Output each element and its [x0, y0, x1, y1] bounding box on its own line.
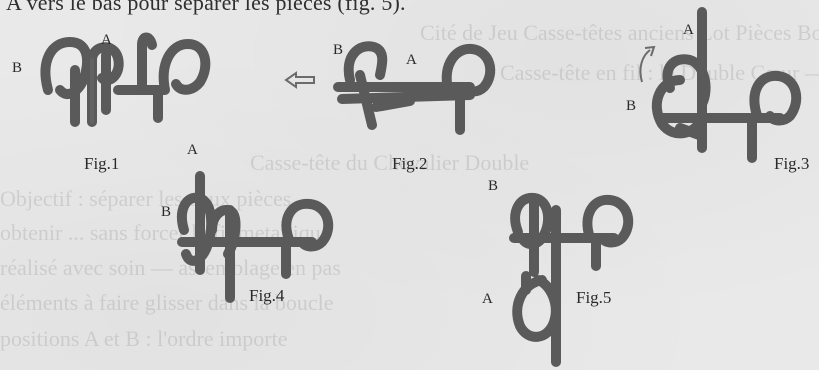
watermark-line-1: Cité de Jeu Casse-têtes anciens Lot Pièc…	[420, 20, 819, 45]
fig5-point-b: B	[488, 178, 499, 194]
fig4-point-a: A	[187, 142, 198, 158]
fig2-caption: Fig.2	[392, 154, 428, 173]
watermark-line-6: éléments à faire glisser dans la boucle	[0, 290, 334, 315]
fig4-point-b: B	[161, 204, 172, 220]
left-arrow-icon	[284, 71, 315, 89]
fig5-point-a: A	[482, 291, 493, 307]
watermark-line-7: positions A et B : l'ordre importe	[0, 326, 288, 351]
watermark-heading: Casse-tête du Chevalier Double	[250, 150, 530, 175]
figure-1-illustration	[40, 32, 211, 127]
watermark-line-4: obtenir ... sans forcer le fil metalliqu…	[0, 220, 331, 245]
fig1-point-a: A	[101, 32, 112, 48]
fig2-point-a: A	[406, 52, 417, 68]
fig3-point-b: B	[626, 98, 637, 114]
fig5-caption: Fig.5	[576, 288, 612, 307]
watermark-line-5: réalisé avec soin — assemblage en pas	[0, 255, 341, 280]
figure-4-illustration	[176, 171, 334, 303]
fig1-caption: Fig.1	[84, 154, 120, 173]
curved-arrow-icon	[639, 45, 656, 83]
fig4-caption: Fig.4	[249, 286, 285, 305]
figure-2-illustration	[333, 41, 496, 135]
fig3-point-a: A	[683, 22, 694, 38]
fig3-caption: Fig.3	[774, 154, 810, 173]
fig1-point-b: B	[12, 60, 23, 76]
instruction-caption: A vers le bas pour séparer les pièces (f…	[6, 0, 406, 15]
figure-3-illustration	[651, 7, 802, 163]
watermark-line-3: Objectif : séparer les deux pièces	[0, 186, 292, 211]
figure-5-illustration	[509, 192, 634, 367]
fig2-point-b: B	[333, 42, 344, 58]
